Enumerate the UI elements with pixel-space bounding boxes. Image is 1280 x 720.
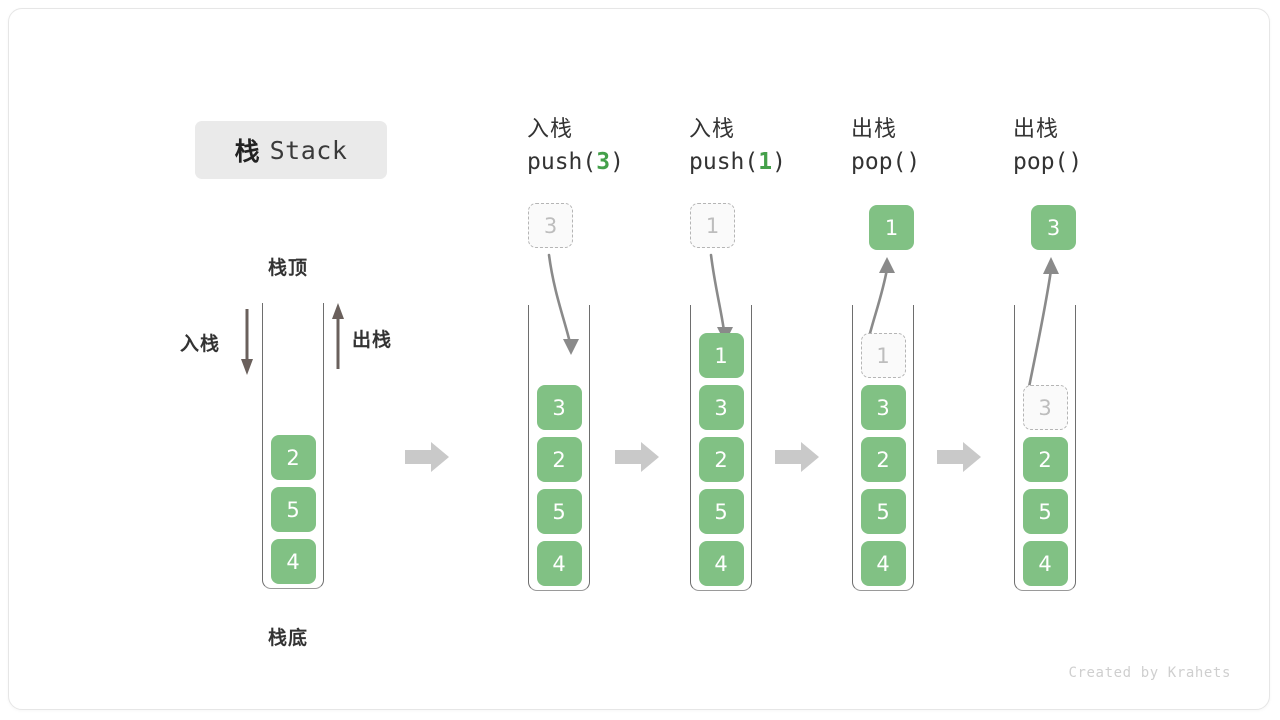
code-prefix: push( (527, 149, 597, 175)
motion-arrow-up-icon (1025, 257, 1059, 399)
code-suffix: ) (772, 149, 786, 175)
title-chinese: 栈 (234, 137, 261, 166)
stage-stack-container: 1 3 2 5 4 (852, 305, 914, 591)
stage-operation-code: push(1) (689, 145, 839, 179)
flow-arrow-3 (775, 440, 819, 474)
title-english: Stack (269, 135, 348, 165)
stage-header: 出栈 pop() (1013, 115, 1163, 179)
diagram-title: 栈 Stack (195, 121, 387, 179)
code-suffix: ) (906, 149, 921, 175)
stack-cell: 2 (860, 437, 906, 482)
stack-cell: 3 (860, 385, 906, 430)
stage-push-3: 入栈 push(3) 3 3 2 5 4 (527, 115, 677, 591)
code-suffix: ) (610, 149, 624, 175)
flow-arrow-1 (405, 440, 449, 474)
stage-operation-label: 入栈 (527, 117, 574, 142)
stage-operation-label: 出栈 (1013, 117, 1060, 142)
stack-top-caption: 栈顶 (268, 257, 309, 279)
stack-cell: 4 (270, 539, 316, 584)
floating-element: 3 (528, 203, 573, 248)
stack-cell: 3 (536, 385, 582, 430)
stack-cell: 1 (698, 333, 744, 378)
stack-cell: 4 (860, 541, 906, 586)
stage-stack-container: 1 3 2 5 4 (690, 305, 752, 591)
code-suffix: ) (1068, 149, 1083, 175)
stack-cell: 3 (1022, 385, 1068, 430)
code-prefix: pop( (1013, 149, 1069, 175)
stack-cell: 5 (698, 489, 744, 534)
stage-operation-label: 入栈 (689, 117, 736, 142)
stage-stack-container: 3 2 5 4 (528, 305, 590, 591)
floating-element: 1 (869, 205, 914, 250)
stack-cell: 5 (1022, 489, 1068, 534)
push-direction-label: 入栈 (180, 333, 221, 355)
initial-stack-container: 2 5 4 (262, 303, 324, 589)
stage-operation-code: pop() (1013, 145, 1163, 179)
right-arrow-icon (615, 442, 659, 472)
stack-cell: 4 (698, 541, 744, 586)
code-prefix: pop( (851, 149, 907, 175)
push-direction-arrow-icon (241, 309, 253, 375)
pop-direction-label: 出栈 (352, 329, 393, 351)
diagram-card: 栈 Stack 栈顶 入栈 出栈 2 5 4 栈底 (8, 8, 1270, 710)
credit-text: Created by Krahets (1068, 665, 1231, 681)
stage-operation-label: 出栈 (851, 117, 898, 142)
flow-arrow-4 (937, 440, 981, 474)
stack-cell: 2 (1022, 437, 1068, 482)
stack-cell: 5 (270, 487, 316, 532)
right-arrow-icon (937, 442, 981, 472)
stage-operation-code: push(3) (527, 145, 677, 179)
stage-operation-code: pop() (851, 145, 1001, 179)
stack-cell: 4 (536, 541, 582, 586)
stack-cell: 2 (270, 435, 316, 480)
stack-cell: 2 (536, 437, 582, 482)
code-prefix: push( (689, 149, 759, 175)
pop-direction-arrow-icon (332, 303, 344, 369)
flow-arrow-2 (615, 440, 659, 474)
floating-element: 1 (690, 203, 735, 248)
floating-element: 3 (1031, 205, 1076, 250)
stack-cell: 3 (698, 385, 744, 430)
stage-pop-1: 出栈 pop() 1 1 3 2 5 4 (851, 115, 1001, 591)
stage-header: 入栈 push(3) (527, 115, 677, 179)
stack-cell: 1 (860, 333, 906, 378)
stack-cell: 4 (1022, 541, 1068, 586)
code-arg: 3 (596, 149, 611, 175)
stack-cell: 5 (860, 489, 906, 534)
stack-cell: 5 (536, 489, 582, 534)
stage-header: 出栈 pop() (851, 115, 1001, 179)
right-arrow-icon (405, 442, 449, 472)
stage-push-1: 入栈 push(1) 1 1 3 2 5 4 (689, 115, 839, 591)
stage-stack-container: 3 2 5 4 (1014, 305, 1076, 591)
motion-arrow-down-icon (547, 253, 579, 355)
stack-bottom-caption: 栈底 (268, 627, 309, 649)
right-arrow-icon (775, 442, 819, 472)
stage-pop-2: 出栈 pop() 3 3 2 5 4 (1013, 115, 1163, 591)
stage-header: 入栈 push(1) (689, 115, 839, 179)
stack-cell: 2 (698, 437, 744, 482)
code-arg: 1 (758, 149, 773, 175)
